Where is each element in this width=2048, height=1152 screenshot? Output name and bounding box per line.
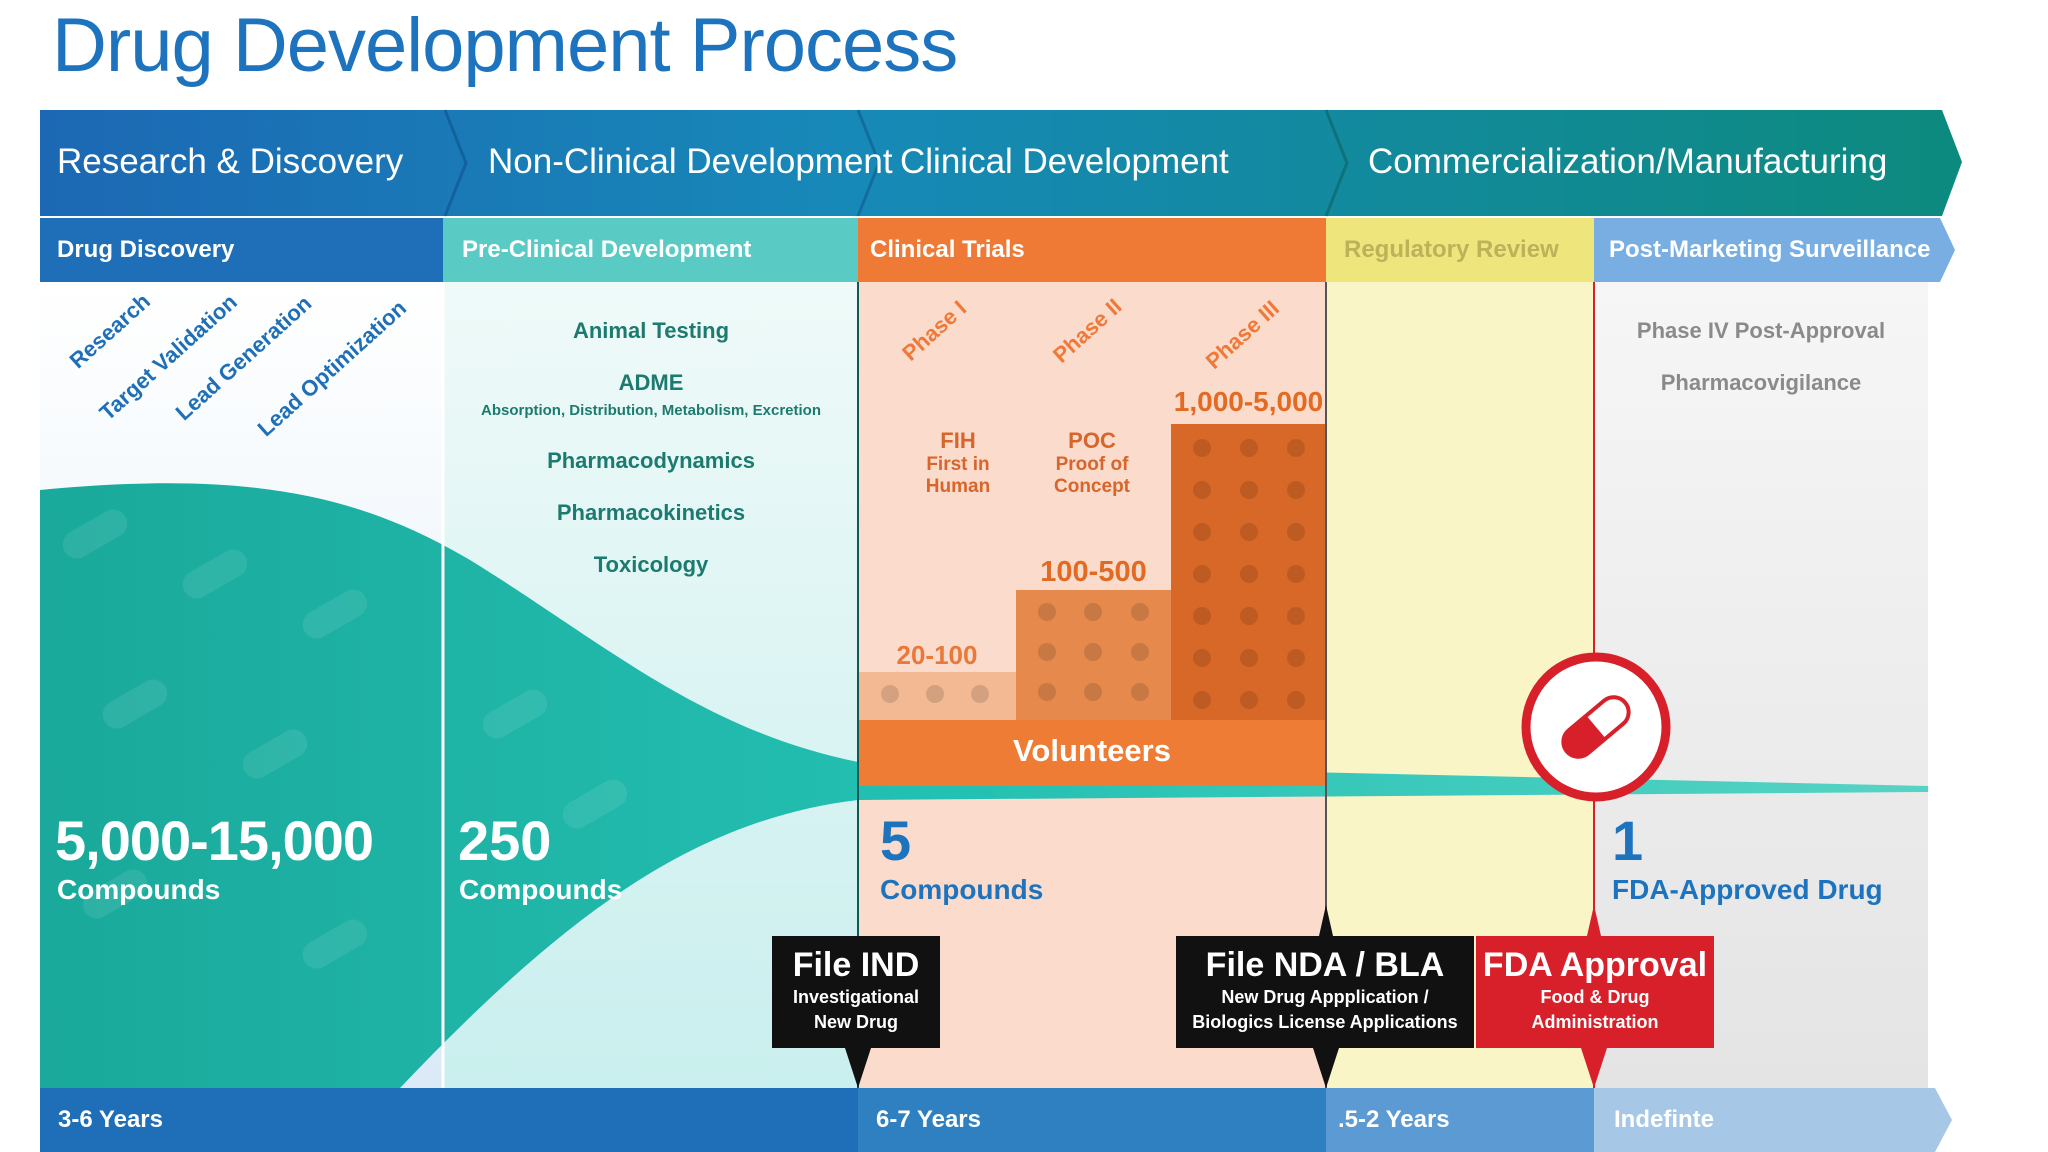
milestone-file-nda-bla: File NDA / BLA New Drug Appplication / B… [1176,936,1474,1048]
phase-2-desc-line1: Proof of [1055,454,1129,475]
post-marketing-phase-iv: Phase IV Post-Approval [1636,318,1886,343]
milestone-nda-title: File NDA / BLA [1205,946,1445,984]
stage-commercialization: Commercialization/Manufacturing [1368,142,1888,181]
substage-band-5 [1594,218,1955,282]
milestone-fda-approval: FDA Approval Food & Drug Administration [1476,936,1714,1048]
milestone-file-ind-line2: New Drug [813,1012,898,1032]
substage-post-marketing: Post-Marketing Surveillance [1609,236,1931,263]
phase-3-volunteers: 1,000-5,000 [1173,386,1324,417]
volunteers-label: Volunteers [1013,733,1171,768]
count-clinical-value: 5 [880,809,912,872]
count-approved-value: 1 [1612,809,1644,872]
substage-band-4 [1326,218,1594,282]
substage-clinical-trials: Clinical Trials [870,236,1025,263]
phase-2-abbr: POC [1068,428,1116,453]
milestone-nda-line2: Biologics License Applications [1192,1012,1458,1032]
preclinical-animal-testing: Animal Testing [572,318,730,343]
phase-1-desc-line1: First in [926,454,990,475]
stage-header-band [40,110,1962,216]
phase-1-abbr: FIH [940,428,976,453]
substage-regulatory-review: Regulatory Review [1344,236,1559,263]
milestone-fda-title: FDA Approval [1482,946,1708,984]
duration-regulatory: .5-2 Years [1338,1106,1450,1133]
count-clinical-label: Compounds [880,874,1044,905]
count-discovery-label: Compounds [57,874,221,905]
count-approved-label: FDA-Approved Drug [1612,874,1883,905]
duration-discovery: 3-6 Years [58,1106,163,1133]
substage-band-3 [858,218,1326,282]
phase-2-volunteers: 100-500 [1040,556,1147,588]
stage-non-clinical: Non-Clinical Development [488,142,893,181]
page-title: Drug Development Process [52,3,958,88]
milestone-fda-line1: Food & Drug [1540,987,1650,1007]
count-preclinical-value: 250 [458,809,552,872]
substage-band-1 [40,218,443,282]
preclinical-toxicology: Toxicology [593,552,709,577]
milestone-nda-line1: New Drug Appplication / [1221,987,1429,1007]
preclinical-pharmacodynamics: Pharmacodynamics [547,448,755,473]
preclinical-adme: ADME [618,370,684,395]
milestone-fda-line2: Administration [1531,1012,1659,1032]
preclinical-pharmacokinetics: Pharmacokinetics [556,500,746,525]
substage-band-2 [443,218,858,282]
pill-icon [1521,652,1671,802]
duration-post-marketing: Indefinte [1614,1106,1714,1133]
phase-2-desc-line2: Concept [1054,476,1130,497]
substage-drug-discovery: Drug Discovery [57,236,235,263]
preclinical-adme-detail: Absorption, Distribution, Metabolism, Ex… [480,402,822,419]
milestone-file-ind-line1: Investigational [792,987,920,1007]
post-marketing-pharmacovigilance: Pharmacovigilance [1660,370,1862,395]
milestone-file-ind-title: File IND [792,946,920,984]
phase-2-description: POC Proof of Concept [1032,428,1152,498]
count-preclinical-label: Compounds [459,874,623,905]
phase-1-desc-line2: Human [925,476,991,497]
stage-research-discovery: Research & Discovery [57,142,404,181]
substage-pre-clinical: Pre-Clinical Development [462,236,752,263]
phase-1-description: FIH First in Human [898,428,1018,498]
duration-clinical: 6-7 Years [876,1106,981,1133]
milestone-file-ind: File IND Investigational New Drug [772,936,940,1048]
phase-1-volunteers: 20-100 [896,640,978,670]
count-discovery-value: 5,000-15,000 [55,809,374,872]
stage-clinical: Clinical Development [900,142,1229,181]
